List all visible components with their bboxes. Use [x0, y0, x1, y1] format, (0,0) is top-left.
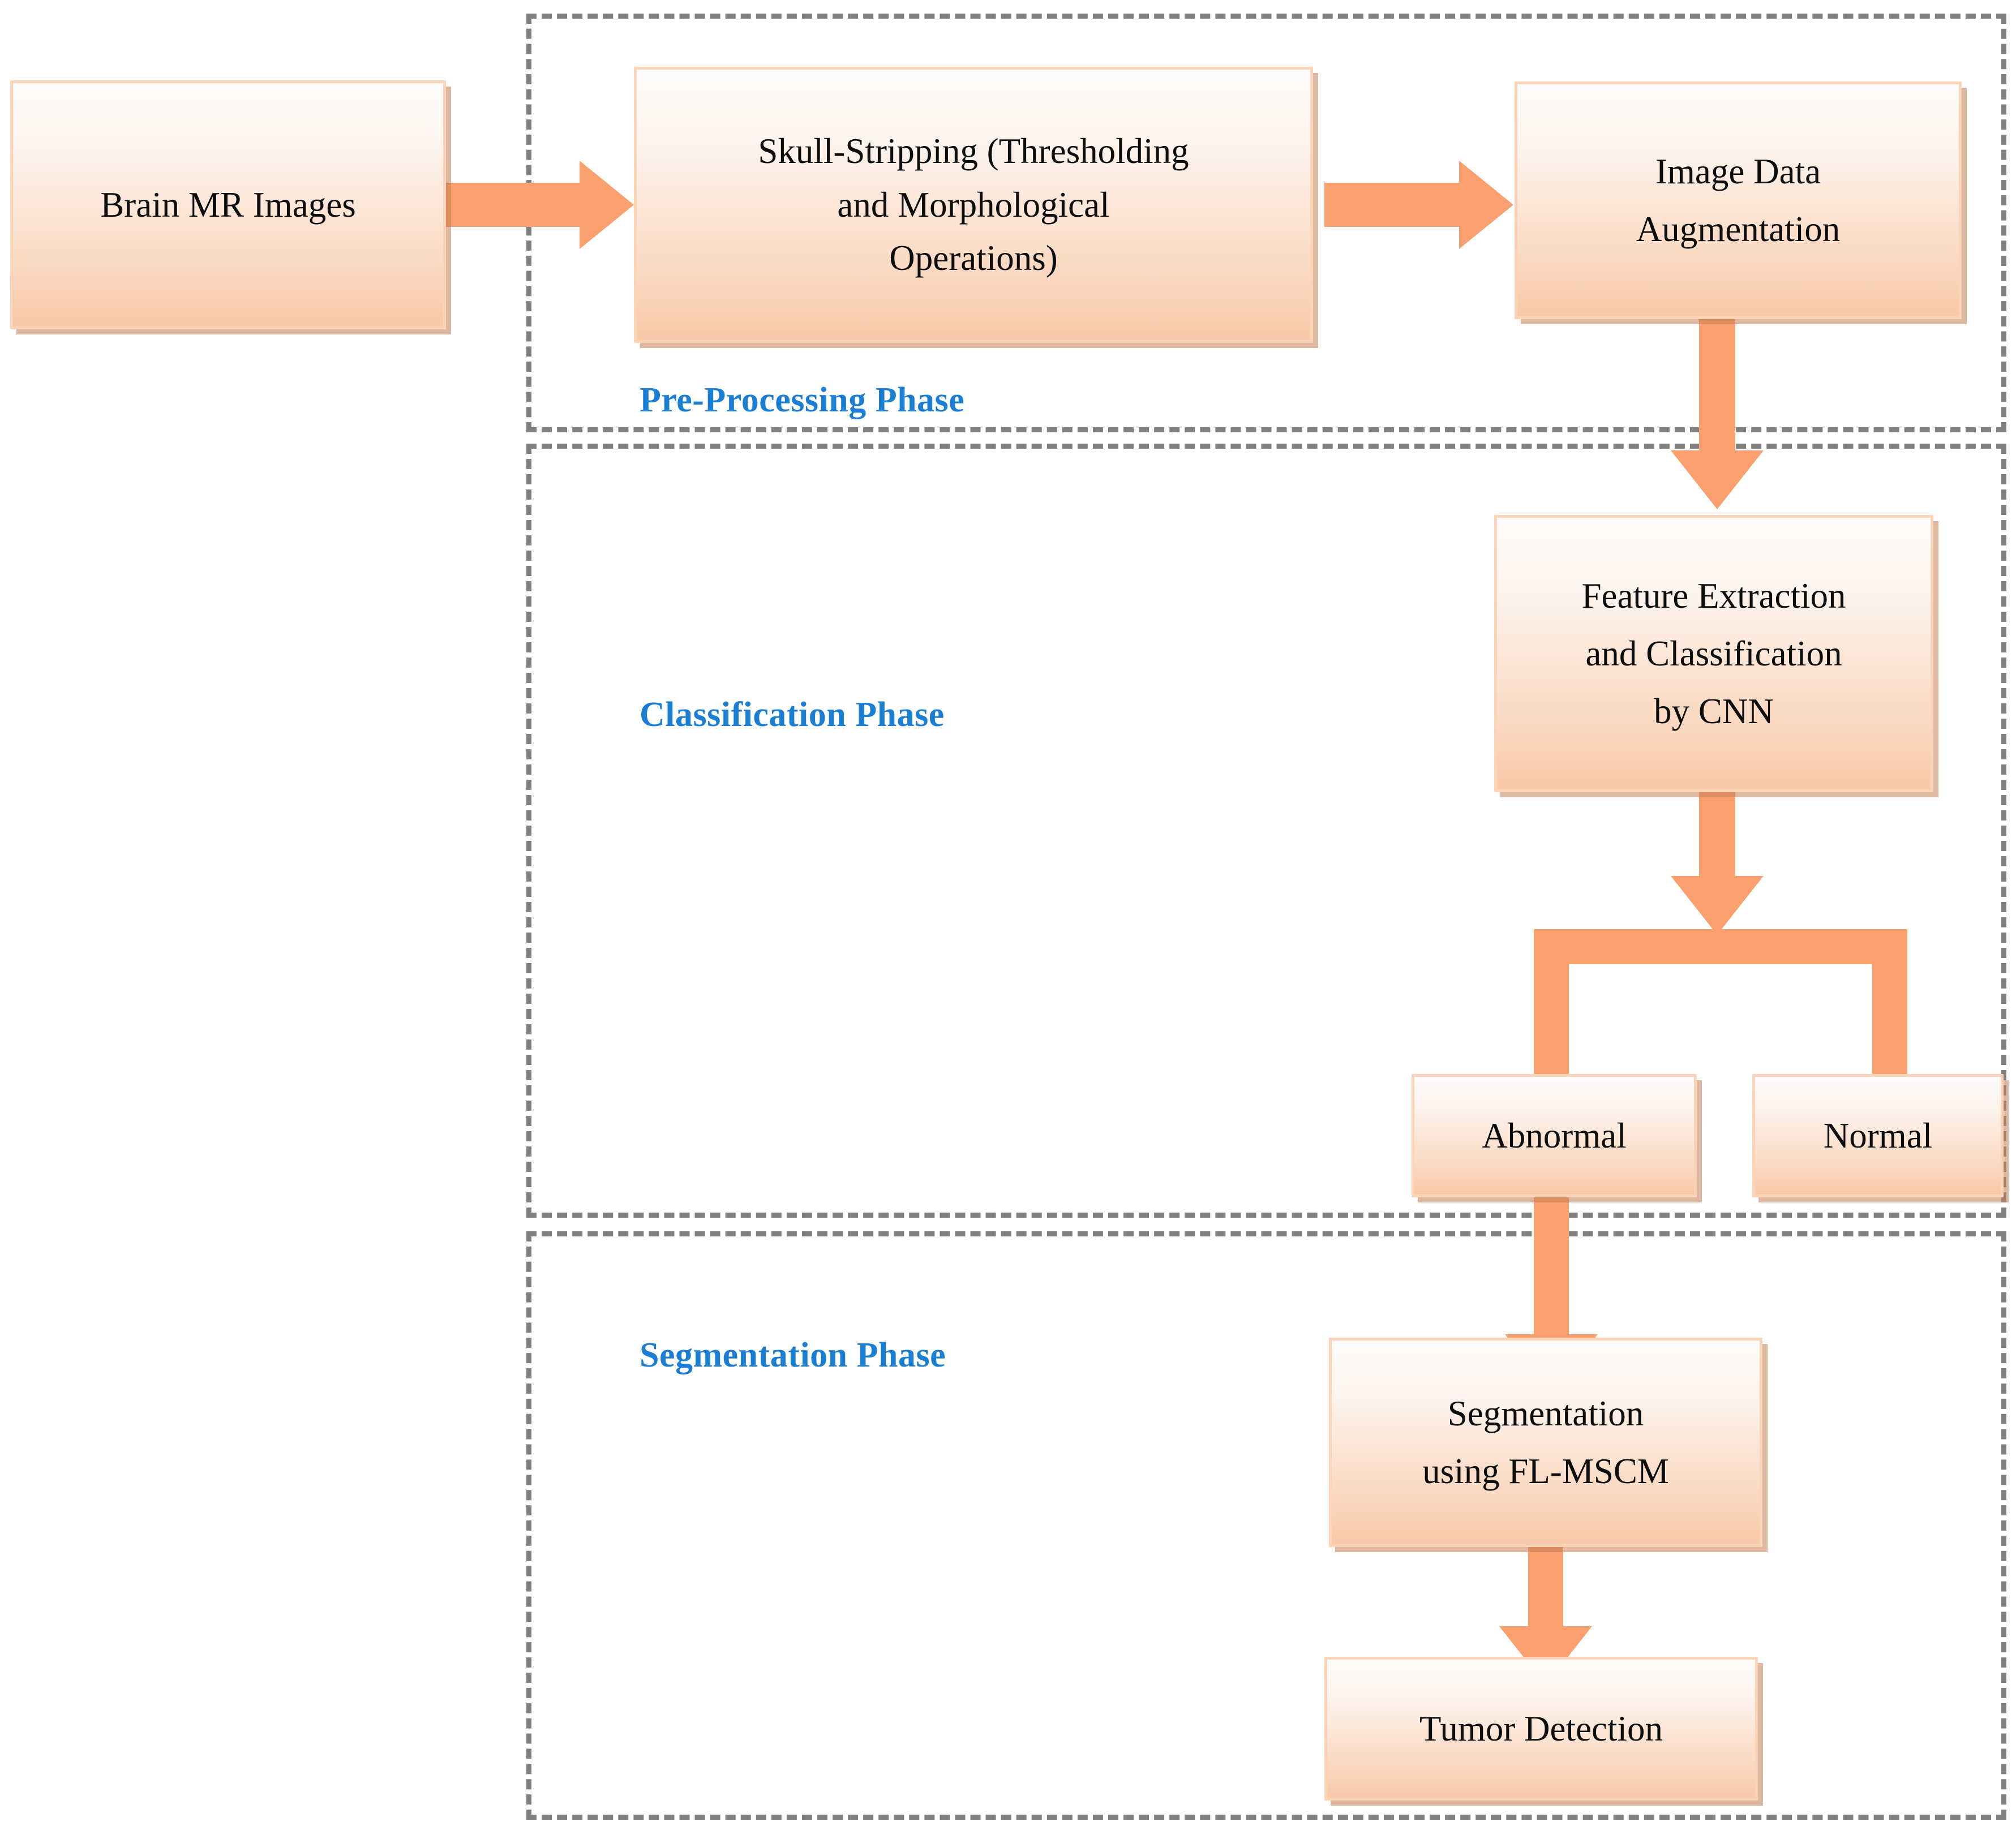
edge-augmentation-to-feature-head — [1671, 450, 1764, 509]
node-abnormal[interactable]: Abnormal — [1412, 1074, 1697, 1197]
node-line: Image Data — [1655, 151, 1821, 191]
node-line: using FL-MSCM — [1422, 1451, 1669, 1491]
node-skull-stripping[interactable]: Skull-Stripping (Thresholding and Morpho… — [634, 67, 1313, 343]
node-brain-mr-images[interactable]: Brain MR Images — [10, 80, 446, 329]
node-line: Brain MR Images — [100, 184, 356, 225]
node-image-augmentation[interactable]: Image Data Augmentation — [1515, 81, 1962, 319]
phase-container-segmentation — [526, 1231, 2006, 1820]
node-feature-extraction[interactable]: Feature Extraction and Classification by… — [1494, 515, 1933, 792]
phase-label-segmentation: Segmentation Phase — [640, 1336, 946, 1374]
edge-augmentation-to-feature-shaft — [1699, 316, 1735, 452]
edge-feature-to-split-head — [1671, 876, 1764, 935]
node-line: Normal — [1823, 1115, 1933, 1155]
node-line: Segmentation — [1447, 1393, 1644, 1433]
phase-label-classification: Classification Phase — [640, 695, 945, 734]
node-line: Skull-Stripping (Thresholding — [758, 131, 1189, 171]
phase-container-classification — [526, 444, 2006, 1218]
node-line: Feature Extraction — [1581, 575, 1846, 616]
node-line: and Morphological — [837, 184, 1110, 225]
phase-label-pre-processing: Pre-Processing Phase — [640, 381, 965, 419]
edge-skull-to-augmentation-shaft — [1324, 183, 1460, 227]
node-tumor-detection[interactable]: Tumor Detection — [1324, 1657, 1758, 1801]
edge-brain-to-skull-head — [580, 161, 634, 249]
split-bus-horizontal — [1534, 929, 1907, 964]
node-line: Abnormal — [1482, 1115, 1627, 1155]
node-line: by CNN — [1654, 691, 1774, 732]
node-normal[interactable]: Normal — [1752, 1074, 2004, 1197]
node-line: Tumor Detection — [1419, 1708, 1663, 1748]
node-line: Augmentation — [1636, 209, 1841, 249]
edge-skull-to-augmentation-head — [1459, 161, 1513, 249]
node-line: and Classification — [1585, 633, 1842, 673]
node-segmentation-flmscm[interactable]: Segmentation using FL-MSCM — [1329, 1338, 1762, 1547]
node-line: Operations) — [889, 238, 1058, 278]
edge-brain-to-skull-shaft — [445, 183, 581, 227]
edge-abnormal-to-segmentation-shaft — [1534, 1195, 1569, 1337]
edge-feature-to-split-shaft — [1699, 792, 1735, 877]
edge-segmentation-to-tumor-shaft — [1528, 1538, 1563, 1629]
